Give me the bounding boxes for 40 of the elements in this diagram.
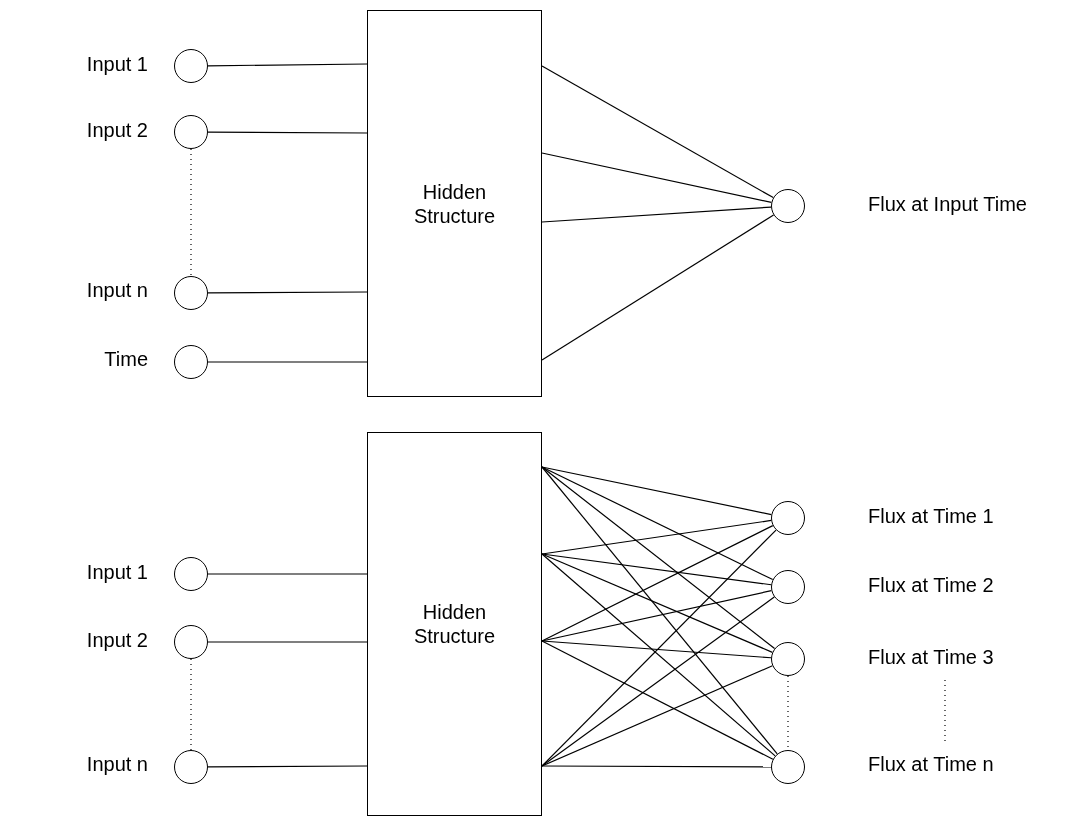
connector-line: [207, 131, 368, 134]
box-label: Hidden Structure: [412, 179, 497, 228]
connector-line: [207, 641, 368, 643]
node-label: Flux at Time 3: [868, 645, 994, 669]
connector-line: [541, 640, 774, 760]
connector-line: [541, 466, 776, 650]
connector-line: [541, 525, 774, 642]
node-label: Flux at Time n: [868, 752, 994, 776]
connector-line: [207, 63, 368, 67]
connector-line: [541, 466, 772, 516]
connector-line: [541, 519, 772, 555]
node-label: Input n: [85, 752, 148, 776]
connector-line: [541, 590, 772, 642]
connector-line: [541, 553, 773, 653]
connector-line: [541, 65, 774, 199]
node-label: Input 1: [85, 52, 148, 76]
node-label: Input 2: [85, 628, 148, 652]
node-label: Time: [103, 347, 148, 371]
hidden-layer-box: [367, 432, 542, 816]
connector-line: [541, 640, 772, 659]
connector-line: [541, 206, 772, 223]
hidden-layer-box: [367, 10, 542, 397]
connector-line: [207, 573, 368, 575]
connector-line: [207, 765, 368, 768]
connector-line: [541, 765, 772, 768]
connector-line: [541, 152, 772, 203]
connector-line: [207, 361, 368, 363]
connector-line: [541, 596, 775, 767]
node-label: Input 2: [85, 118, 148, 142]
node-label: Input 1: [85, 560, 148, 584]
connector-line: [541, 214, 775, 361]
connector-line: [541, 466, 774, 581]
connector-line: [207, 291, 368, 294]
node-label: Flux at Time 2: [868, 573, 994, 597]
node-label: Flux at Time 1: [868, 504, 994, 528]
box-label: Hidden Structure: [412, 600, 497, 648]
node-label: Flux at Input Time: [868, 192, 1027, 216]
node-label: Input n: [85, 278, 148, 302]
connector-line: [541, 466, 778, 755]
connector-line: [541, 665, 773, 767]
